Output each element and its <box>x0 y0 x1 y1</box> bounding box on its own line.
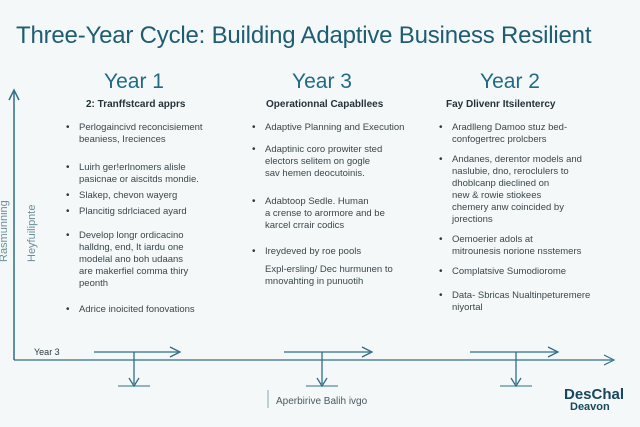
list-item: •Luirh ger!erlnomers alisle pasicnae or … <box>66 162 199 185</box>
bullet-dot-icon: • <box>66 230 70 241</box>
list-item: •Adrice inoicited fonovations <box>66 304 195 315</box>
list-item: •Aradlleng Damoo stuz bed- confogertrec … <box>439 122 568 145</box>
list-item: •Oemoerier adols at mitrounesis norione … <box>439 234 582 257</box>
column-subheading-1: 2: Tranffstcard apprs <box>86 99 186 110</box>
column-heading-1: Year 1 <box>104 70 164 93</box>
timeline-start-label: Year 3 <box>34 347 60 357</box>
column-subheading-2: Operationnal Capabllees <box>266 99 384 110</box>
bullet-dot-icon: • <box>252 144 256 155</box>
list-item: •Andanes, derentor models and naslubie, … <box>439 154 582 225</box>
list-item: •Adabtoop Sedle. Human a crense to arorm… <box>252 196 385 231</box>
list-item: •Complatsive Sumodiorome <box>439 266 567 277</box>
list-item: •Ireydeved by roe pools <box>252 246 362 257</box>
bullet-dot-icon: • <box>66 162 70 173</box>
column-heading-2: Year 3 <box>292 70 352 93</box>
timeline-bottom-label: Aperbirive Balih ivgo <box>276 396 368 407</box>
list-item: •Slakep, chevon wayerg <box>66 190 178 201</box>
column-subheading-3: Fay Dlivenr Itsilentercy <box>446 99 556 110</box>
marker-year-1 <box>94 346 182 388</box>
bullet-dot-icon: • <box>66 122 70 133</box>
bullet-dot-icon: • <box>252 196 256 207</box>
bullet-dot-icon: • <box>439 266 443 277</box>
list-item: •Perlogaincivd reconcisiement beaniess, … <box>66 122 203 145</box>
y-axis-label-inner: Heyfuilipnte <box>26 204 38 262</box>
bullet-dot-icon: • <box>439 122 443 133</box>
marker-year-2 <box>470 346 560 388</box>
page-title: Three-Year Cycle: Building Adaptive Busi… <box>16 22 592 49</box>
y-axis-label-outer: Rasmunning <box>0 200 10 262</box>
column-heading-3: Year 2 <box>480 70 540 93</box>
bullet-dot-icon: • <box>439 290 443 301</box>
bullet-dot-icon: • <box>66 304 70 315</box>
bullet-dot-icon: • <box>439 234 443 245</box>
marker-year-3 <box>284 346 374 388</box>
bullet-dot-icon: • <box>252 246 256 257</box>
list-item: •Plancitig sdrlciaced ayard <box>66 206 187 217</box>
x-axis-arrow-icon <box>603 354 616 366</box>
brand-logo: DesChal Deavon <box>564 386 634 414</box>
bullet-dot-icon: • <box>66 206 70 217</box>
list-item: •Adaptinic coro prowiter sted electors s… <box>252 144 383 179</box>
logo-line-1: DesChal <box>564 386 625 403</box>
logo-line-2: Deavon <box>570 401 610 413</box>
list-item: •Adaptive Planning and Execution <box>252 122 405 133</box>
bullet-dot-icon: • <box>66 190 70 201</box>
bullet-dot-icon: • <box>252 122 256 133</box>
list-item: •Data- Sbricas Nualtinpeturemere niyorta… <box>439 290 591 313</box>
list-item: •Develop longr ordicacino halldng, end, … <box>66 230 189 289</box>
bullet-dot-icon: • <box>439 154 443 165</box>
y-axis-arrow-icon <box>8 88 20 101</box>
list-item: Expl-ersling/ Dec hurmunen to mnovahting… <box>265 264 393 287</box>
